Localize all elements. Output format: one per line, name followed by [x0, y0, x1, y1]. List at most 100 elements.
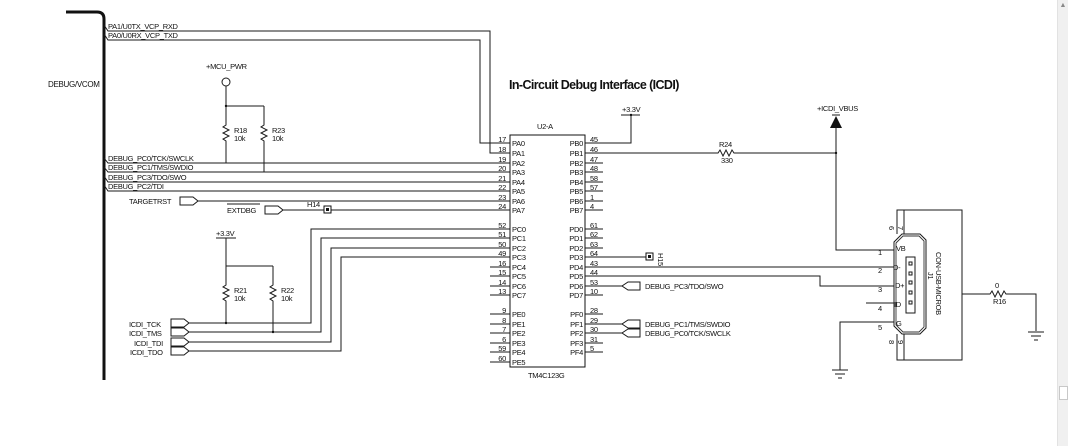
mcu-pwr-pullups: +MCU_PWR R18 10k R23 10k: [206, 62, 285, 172]
svg-text:ICDI_TDI: ICDI_TDI: [134, 339, 163, 348]
svg-text:62: 62: [590, 230, 598, 239]
svg-text:6: 6: [887, 226, 896, 230]
debug-vcom-bus: [66, 10, 106, 380]
svg-text:DEBUG_PC2/TDI: DEBUG_PC2/TDI: [108, 182, 164, 191]
svg-text:PC3: PC3: [512, 253, 526, 262]
svg-text:PA7: PA7: [512, 206, 525, 215]
svg-text:PE0: PE0: [512, 310, 525, 319]
svg-text:24: 24: [498, 202, 506, 211]
svg-text:PF3: PF3: [570, 339, 583, 348]
svg-text:+3.3V: +3.3V: [216, 229, 235, 238]
svg-text:64: 64: [590, 249, 598, 258]
svg-text:U2-A: U2-A: [537, 122, 553, 131]
svg-text:59: 59: [498, 344, 506, 353]
svg-text:48: 48: [590, 164, 598, 173]
svg-text:DEBUG_PC3/TDO/SWO: DEBUG_PC3/TDO/SWO: [108, 173, 187, 182]
svg-text:PE5: PE5: [512, 358, 525, 367]
svg-text:DEBUG_PC1/TMS/SWDIO: DEBUG_PC1/TMS/SWDIO: [645, 320, 731, 329]
svg-text:10k: 10k: [234, 134, 246, 143]
svg-text:18: 18: [498, 145, 506, 154]
svg-text:PF0: PF0: [570, 310, 583, 319]
mcu-pin-pe1: 8 PE1: [490, 316, 526, 329]
svg-text:PB3: PB3: [570, 168, 583, 177]
svg-text:49: 49: [498, 249, 506, 258]
svg-text:8: 8: [887, 340, 896, 344]
svg-text:PF2: PF2: [570, 329, 583, 338]
targetrst-port: TARGETRST: [129, 196, 510, 206]
ground-icon: [832, 369, 848, 379]
h14-label: H14: [307, 200, 320, 209]
mcu-body: [509, 134, 586, 368]
svg-text:5: 5: [590, 344, 594, 353]
svg-text:0: 0: [995, 281, 999, 290]
svg-text:29: 29: [590, 316, 598, 325]
svg-text:PE3: PE3: [512, 339, 525, 348]
svg-text:R23: R23: [272, 126, 285, 135]
svg-text:PD5: PD5: [569, 272, 583, 281]
diagram-title: In-Circuit Debug Interface (ICDI): [509, 78, 679, 92]
right-ports: DEBUG_PC3/TDO/SWO DEBUG_PC1/TMS/SWDIO DE…: [585, 281, 731, 338]
svg-text:52: 52: [498, 221, 506, 230]
svg-text:45: 45: [590, 135, 598, 144]
icdi-ports: ICDI_TCK ICDI_TMS ICDI_TDI ICDI_TDO: [129, 228, 510, 357]
svg-text:TARGETRST: TARGETRST: [129, 197, 172, 206]
svg-text:8: 8: [502, 316, 506, 325]
svg-text:PB5: PB5: [570, 187, 583, 196]
extdbg-port: EXTDBG H14: [227, 200, 510, 215]
svg-text:PB2: PB2: [570, 159, 583, 168]
svg-text:16: 16: [498, 259, 506, 268]
bus-net-pa1: PA1/U0TX_VCP_RXD: [103, 22, 510, 154]
bus-label: DEBUG/VCOM: [48, 80, 100, 89]
scroll-thumb[interactable]: [1059, 386, 1068, 400]
svg-text:PE2: PE2: [512, 329, 525, 338]
svg-text:9: 9: [896, 340, 905, 344]
svg-text:47: 47: [590, 155, 598, 164]
svg-text:20: 20: [498, 164, 506, 173]
mcu-pin-pa6: 23 PA6: [490, 193, 525, 206]
svg-text:330: 330: [721, 156, 733, 165]
svg-text:10k: 10k: [272, 134, 284, 143]
svg-text:21: 21: [498, 174, 506, 183]
mcu-pin-pe0: 9 PE0: [490, 306, 526, 319]
bus-net-pc1: DEBUG_PC1/TMS/SWDIO: [103, 163, 510, 173]
h15-test-point: H15: [585, 252, 665, 266]
svg-text:ICDI_TCK: ICDI_TCK: [129, 320, 161, 329]
svg-text:J1: J1: [926, 272, 935, 279]
svg-text:PD0: PD0: [569, 225, 583, 234]
svg-text:D-: D-: [893, 263, 901, 272]
svg-text:PF4: PF4: [570, 348, 583, 357]
svg-text:23: 23: [498, 193, 506, 202]
svg-text:PA6: PA6: [512, 197, 525, 206]
v33-left-pullups: +3.3V R21 10k R22 10k: [216, 229, 294, 333]
scroll-up-arrow-icon[interactable]: ▲: [1059, 2, 1067, 9]
bus-net-pc2: DEBUG_PC2/TDI: [103, 182, 510, 192]
svg-text:PF1: PF1: [570, 320, 583, 329]
vertical-scrollbar[interactable]: ▲: [1057, 0, 1068, 446]
svg-text:19: 19: [498, 155, 506, 164]
svg-text:3: 3: [878, 285, 882, 294]
svg-text:9: 9: [502, 306, 506, 315]
svg-text:PE1: PE1: [512, 320, 525, 329]
mcu-pin-pb3: 48 PB3: [570, 164, 603, 177]
svg-text:H15: H15: [656, 253, 665, 266]
svg-text:50: 50: [498, 240, 506, 249]
svg-text:ICDI_TDO: ICDI_TDO: [130, 348, 163, 357]
bus-net-pa0: PA0/U0RX_VCP_TXD: [103, 31, 510, 144]
